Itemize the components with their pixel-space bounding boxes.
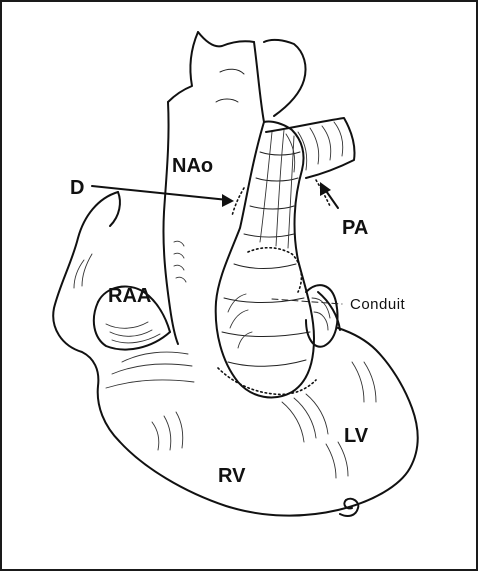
label-lv: LV bbox=[344, 425, 369, 447]
native-aorta-shape bbox=[163, 32, 305, 344]
label-rv: RV bbox=[218, 465, 246, 487]
label-d: D bbox=[70, 177, 84, 199]
label-nao: NAo bbox=[172, 155, 213, 177]
pulmonary-artery-shape bbox=[266, 118, 355, 178]
label-raa: RAA bbox=[108, 285, 151, 307]
label-conduit: Conduit bbox=[350, 296, 406, 313]
label-pa: PA bbox=[342, 217, 368, 239]
d-arrow-head bbox=[222, 194, 234, 207]
conduit-shape bbox=[216, 121, 330, 397]
